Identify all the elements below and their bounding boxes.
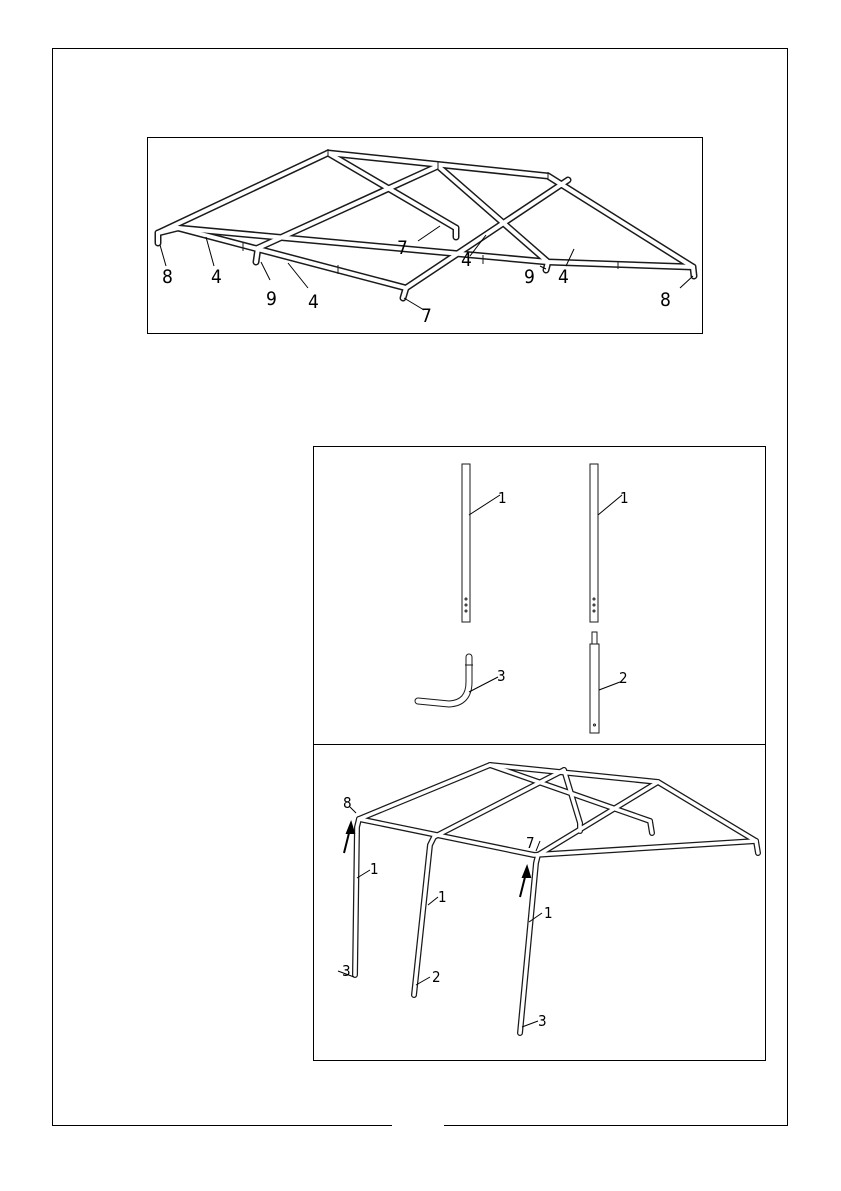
callout-label: 8 <box>343 794 352 812</box>
callout-label: 3 <box>342 962 351 980</box>
callout-label: 4 <box>558 266 569 288</box>
callout-label: 8 <box>660 289 671 311</box>
callout-label: 4 <box>308 291 319 313</box>
callout-label: 1 <box>544 904 553 922</box>
parts-figure: 1 1 3 2 <box>313 446 766 745</box>
leg-tube-1 <box>462 464 470 622</box>
callout-label: 3 <box>497 667 506 685</box>
assembly-drawing <box>344 765 758 1033</box>
callout-label: 1 <box>498 489 507 507</box>
callout-label: 1 <box>370 860 379 878</box>
callout-label: 2 <box>432 968 441 986</box>
leg-tube-1b <box>590 464 598 622</box>
page-number-gap <box>392 1119 444 1133</box>
callout-label: 8 <box>162 266 173 288</box>
up-arrow <box>520 867 530 897</box>
callout-label: 9 <box>266 288 277 310</box>
callout-label: 9 <box>524 266 535 288</box>
foot-tube-3 <box>418 657 473 704</box>
callout-label: 7 <box>526 834 535 852</box>
top-leader-lines <box>160 226 693 310</box>
callout-label: 2 <box>619 669 628 687</box>
callout-label: 7 <box>397 237 408 259</box>
up-arrow <box>344 823 354 853</box>
extension-tube-2 <box>590 632 599 733</box>
callout-label: 4 <box>461 249 472 271</box>
callout-label: 7 <box>421 305 432 327</box>
callout-label: 3 <box>538 1012 547 1030</box>
callout-label: 1 <box>438 888 447 906</box>
roof-frame-drawing <box>158 149 694 298</box>
callout-label: 1 <box>620 489 629 507</box>
callout-label: 4 <box>211 266 222 288</box>
assembly-figure: 8 7 1 1 1 3 2 3 <box>313 744 766 1061</box>
roof-frame-figure: 8 4 9 4 7 7 4 9 4 8 <box>147 137 703 334</box>
